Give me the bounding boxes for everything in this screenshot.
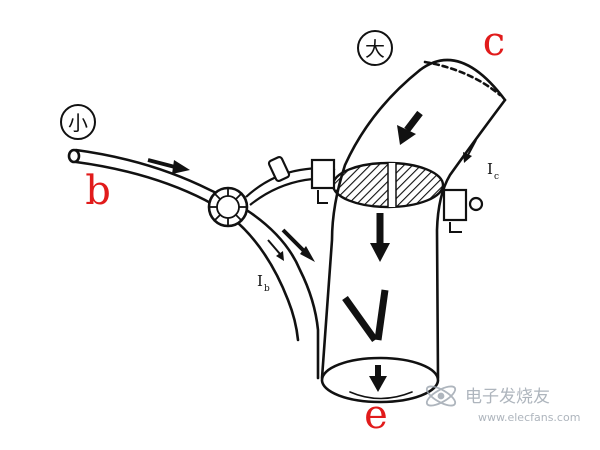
small-label: 小	[68, 111, 88, 135]
watermark-cn: 电子发烧友	[465, 387, 550, 407]
emitter-arrow-icon	[369, 365, 387, 392]
svg-text:c: c	[494, 172, 499, 182]
base-letter: b	[85, 168, 111, 214]
middle-down-arrow-icon	[370, 213, 390, 262]
watermark-url: www.elecfans.com	[478, 411, 580, 424]
svg-text:I: I	[487, 160, 493, 178]
valve-wheel	[207, 186, 249, 228]
ic-arrow-icon	[463, 139, 477, 163]
electron-logo-icon	[425, 385, 457, 407]
large-pipe	[320, 58, 507, 404]
flow-arrows	[147, 110, 477, 392]
collector-arrow-icon	[397, 110, 423, 145]
ib-arrow-icon	[267, 228, 315, 262]
small-circle-badge: 小	[60, 104, 96, 140]
current-ib-label: I b	[257, 272, 270, 294]
watermark: 电子发烧友 www.elecfans.com	[425, 385, 580, 424]
svg-text:I: I	[257, 272, 263, 290]
large-circle-badge: 大	[357, 30, 393, 66]
junction-disc	[331, 161, 445, 209]
emitter-letter: e	[364, 392, 388, 438]
current-ic-label: I c	[487, 160, 499, 182]
merge-arrow-icon	[342, 289, 389, 343]
collector-letter: c	[483, 19, 505, 65]
svg-text:b: b	[264, 284, 270, 294]
large-label: 大	[365, 37, 385, 61]
clamp-assembly	[245, 155, 484, 233]
small-pipe-arrow-icon	[147, 158, 190, 174]
